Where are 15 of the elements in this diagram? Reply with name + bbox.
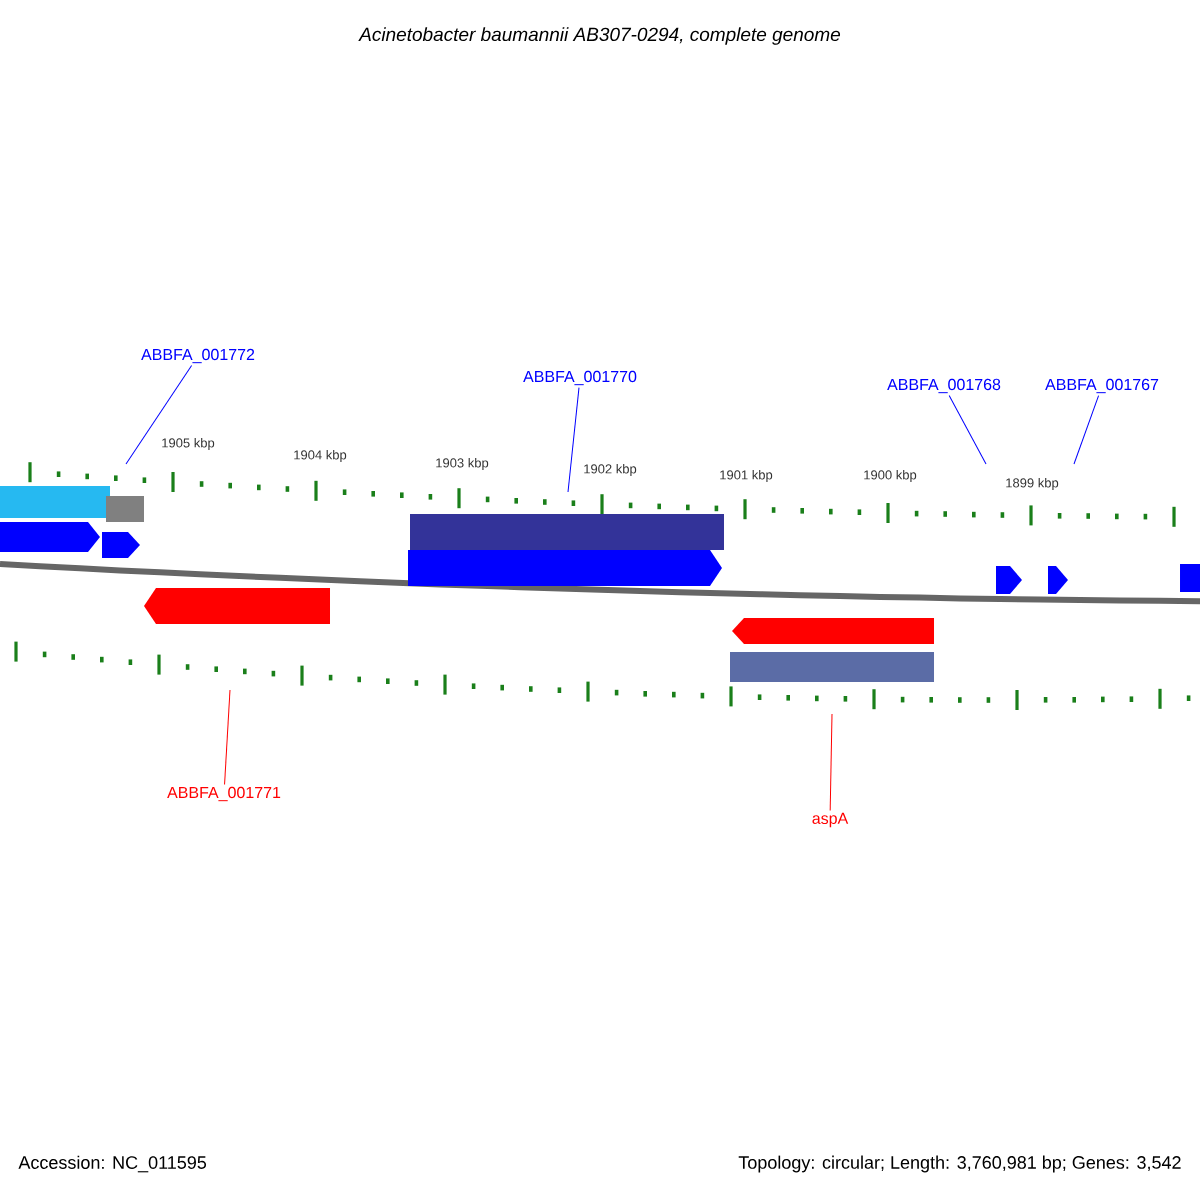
gene-label: ABBFA_001772 <box>141 348 255 364</box>
gene-label: aspA <box>812 812 849 828</box>
leader-line <box>567 387 580 493</box>
accession-text: Accession: NC_011595 <box>18 1155 207 1173</box>
leader-line <box>1073 395 1100 465</box>
title: Acinetobacter baumannii AB307-0294, complete genome <box>358 27 841 45</box>
gene-label: ABBFA_001770 <box>523 370 637 386</box>
genome-info-text: Topology: circular; Length: 3,760,981 bp; Genes: 3,542 <box>738 1155 1181 1173</box>
gene-label: ABBFA_001771 <box>167 786 281 802</box>
gene-label: ABBFA_001768 <box>887 378 1001 394</box>
leader-line <box>948 395 987 465</box>
leader-line <box>224 689 231 785</box>
leader-line <box>125 365 193 465</box>
leader-line <box>829 713 833 811</box>
gene-label: ABBFA_001767 <box>1045 378 1159 394</box>
